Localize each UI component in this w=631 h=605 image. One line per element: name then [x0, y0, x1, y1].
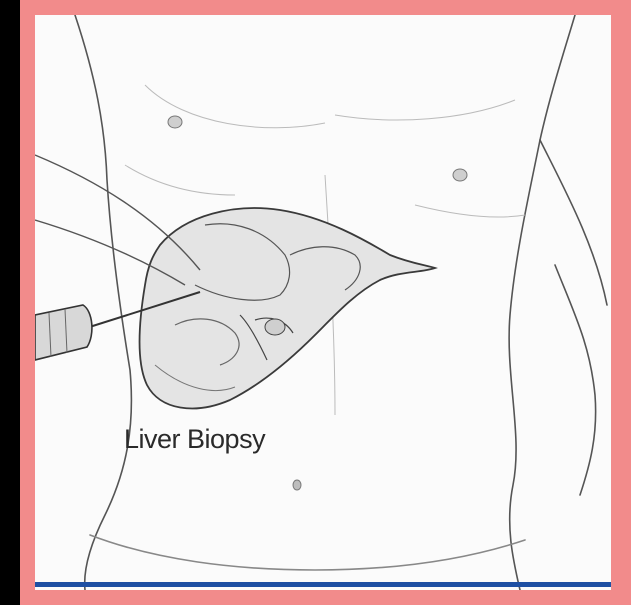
left-nipple: [168, 116, 182, 128]
right-nipple: [453, 169, 467, 181]
liver-biopsy-illustration: Liver Biopsy: [35, 15, 611, 590]
torso-line-drawing: [35, 15, 611, 590]
figure-caption: Liver Biopsy: [124, 424, 265, 455]
liver-drawing: [140, 208, 435, 408]
navel: [293, 480, 301, 490]
bottom-blue-rule: [35, 582, 611, 587]
